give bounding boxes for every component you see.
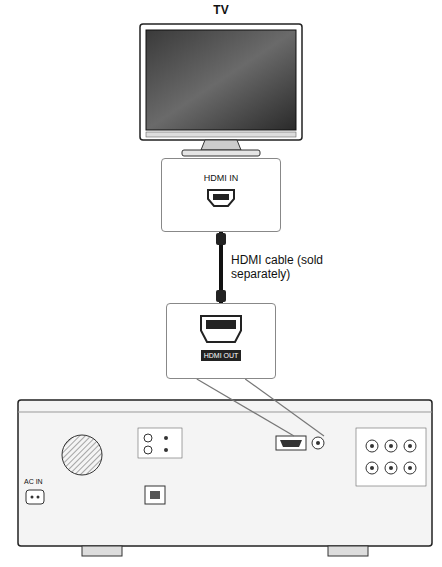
player-rear-panel — [18, 400, 432, 556]
port-label: HDMI IN — [162, 159, 280, 188]
hdmi-cable — [216, 232, 226, 303]
zoom-leader — [197, 379, 324, 436]
hdmi-port-icon — [199, 314, 243, 344]
tv-set — [140, 24, 302, 156]
input-callout: HDMI IN — [161, 158, 281, 232]
cable-label: HDMI cable (sold separately) — [229, 252, 353, 282]
tv-screen: TV — [140, 24, 302, 140]
hdmi-port-icon — [206, 188, 236, 208]
player-unit: AC IN — [18, 400, 432, 546]
device-title: TV — [140, 3, 302, 17]
output-callout: HDMI OUT — [166, 303, 276, 379]
terminal-label: AC IN — [24, 478, 43, 486]
port-label: HDMI OUT — [201, 350, 242, 361]
